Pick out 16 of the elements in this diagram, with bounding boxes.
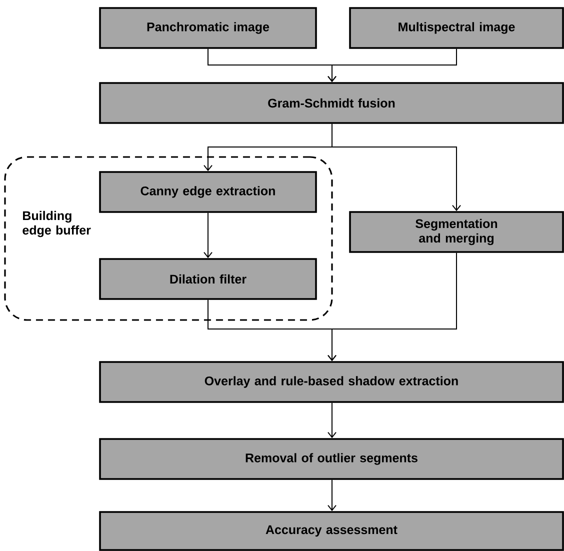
arrow [328, 48, 457, 82]
process-box: Removal of outlier segments [99, 438, 564, 480]
process-box: Panchromatic image [99, 7, 317, 49]
arrow [204, 212, 212, 258]
arrow [328, 402, 336, 438]
arrow [332, 123, 461, 212]
process-box: Gram-Schmidt fusion [99, 82, 564, 124]
group-label: Building edge buffer [22, 210, 91, 238]
process-box: Canny edge extraction [99, 171, 317, 213]
arrow [328, 252, 457, 362]
process-box: Dilation filter [99, 258, 317, 300]
process-box: Accuracy assessment [99, 511, 564, 551]
process-box: Overlay and rule-based shadow extraction [99, 361, 564, 403]
arrow [328, 479, 336, 512]
process-box: Multispectral image [349, 7, 564, 49]
process-box: Segmentation and merging [349, 211, 564, 253]
